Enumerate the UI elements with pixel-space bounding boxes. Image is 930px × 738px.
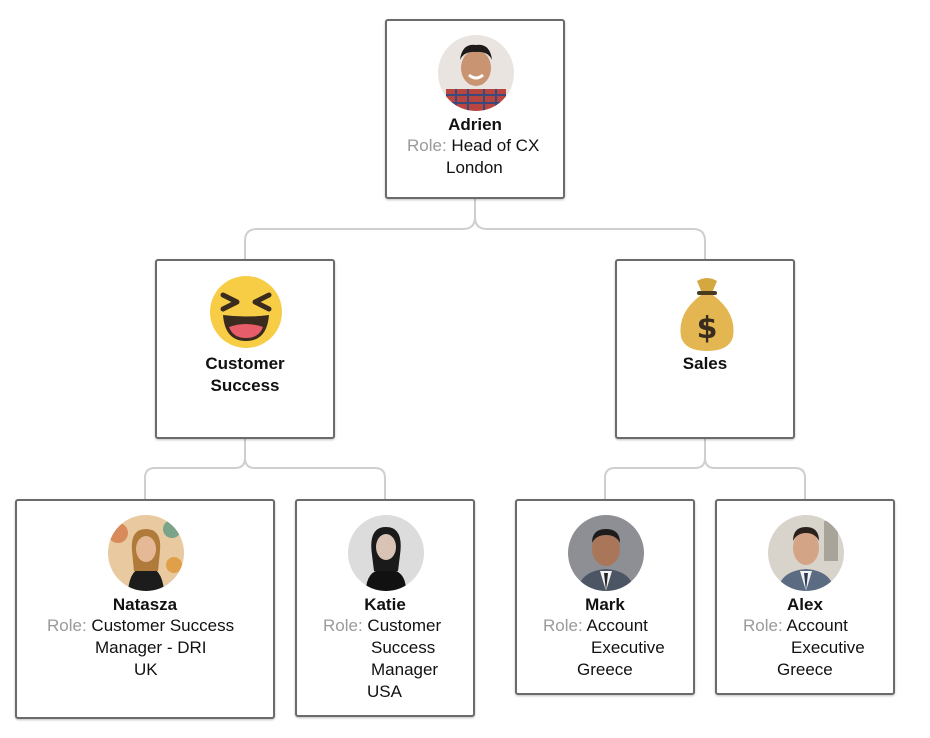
avatar [568,515,644,591]
node-role: Role: Account [543,616,648,636]
node-location: USA [367,682,402,701]
node-adrien[interactable]: Adrien Role: Head of CX London [385,19,565,199]
role-value-cont: Executive [791,638,865,657]
avatar [108,515,184,591]
node-location: London [446,158,503,177]
node-name: Alex [787,595,823,614]
role-value: Head of CX [451,136,540,155]
node-location: UK [134,660,158,679]
node-name: Katie [364,595,406,614]
dept-title-line: Customer [205,354,285,373]
role-value-cont: Manager [371,660,439,679]
node-location: Greece [577,660,633,679]
role-label: Role: [543,616,583,635]
node-role: Role: Head of CX [407,136,539,156]
node-location: Greece [777,660,833,679]
connector-cs-to-members [144,437,386,501]
avatar [438,35,514,111]
role-value: Account [786,616,848,635]
dept-title: Sales [682,354,728,373]
node-natasza[interactable]: Natasza Role: Customer Success Manager -… [15,499,275,719]
node-customer-success[interactable]: Customer Success [155,259,335,439]
role-value-cont: Executive [591,638,665,657]
node-role: Role: Customer [323,616,441,636]
role-label: Role: [47,616,87,635]
role-label: Role: [743,616,783,635]
node-mark[interactable]: Mark Role: Account Executive Greece [515,499,695,695]
node-role: Role: Account [743,616,848,636]
node-alex[interactable]: Alex Role: Account Executive Greece [715,499,895,695]
node-role: Role: Customer Success [47,616,234,636]
node-name: Mark [585,595,625,614]
money-bag-icon: $ [680,278,734,351]
connector-sales-to-members [604,437,806,501]
avatar [348,515,424,591]
role-label: Role: [407,136,447,155]
role-value-cont: Manager - DRI [95,638,207,657]
node-sales[interactable]: $ Sales [615,259,795,439]
svg-text:$: $ [697,311,718,346]
avatar [768,515,844,591]
connector-adrien-to-teams [244,197,706,261]
node-name: Adrien [448,115,502,134]
role-value: Customer [367,616,442,635]
role-value-cont: Success [371,638,436,657]
node-name: Natasza [112,595,178,614]
laughing-emoji-icon [210,276,282,348]
dept-title: Customer Success [157,353,333,397]
dept-title-line: Success [210,376,280,395]
node-katie[interactable]: Katie Role: Customer Success Manager USA [295,499,475,717]
role-value: Customer Success [91,616,235,635]
role-value: Account [586,616,648,635]
role-label: Role: [323,616,363,635]
